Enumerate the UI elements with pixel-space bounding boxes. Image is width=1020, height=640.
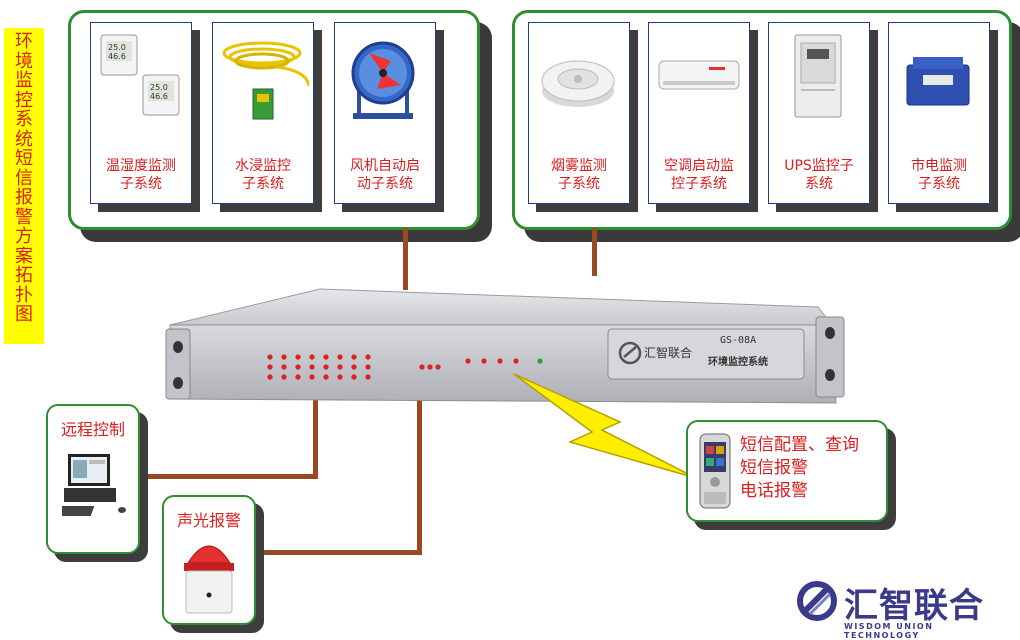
left-subsystem-card: 风机自动启动子系统: [334, 22, 436, 204]
title-char: 警: [15, 206, 33, 228]
company-logo: 汇智联合 WISDOM UNION TECHNOLOGY: [792, 578, 1012, 640]
phone-feature-line: 短信报警: [740, 458, 808, 478]
right-subsystem-card: UPS监控子系统: [768, 22, 870, 204]
wireless-signal-icon: [513, 373, 697, 479]
right-subsystem-card: 市电监测子系统: [888, 22, 990, 204]
label-line: 温湿度监测: [106, 158, 176, 174]
left-subsystem-card: 水浸监控子系统: [212, 22, 314, 204]
title-char: 信: [15, 167, 33, 189]
right-subsystem-label: 市电监测子系统: [889, 157, 989, 193]
phone-feature-line: 电话报警: [740, 481, 808, 501]
remote-control-box: 远程控制: [46, 404, 140, 554]
label-line: 子系统: [242, 176, 284, 192]
svg-text:46.6: 46.6: [150, 92, 168, 101]
title-char: 环: [15, 31, 33, 52]
title-char: 统: [15, 128, 33, 150]
title-char: 境: [15, 50, 33, 72]
computer-icon: [62, 454, 126, 516]
sound-light-alarm-box: 声光报警: [162, 495, 256, 625]
label-line: 烟雾监测: [551, 158, 607, 174]
title-char: 系: [15, 109, 33, 130]
link-alarm-v: [417, 395, 422, 555]
right-subsystem-card: 烟雾监测子系统: [528, 22, 630, 204]
smoke-detector-icon: [541, 60, 615, 107]
label-line: 子系统: [120, 176, 162, 192]
link-alarm-h: [254, 550, 422, 555]
right-subsystem-card: 空调启动监控子系统: [648, 22, 750, 204]
title-char: 控: [15, 89, 33, 111]
left-subsystem-label: 温湿度监测子系统: [91, 157, 191, 193]
label-line: 水浸监控: [235, 158, 291, 174]
mobile-phone-icon: [699, 433, 731, 509]
right-subsystem-label: UPS监控子系统: [769, 157, 869, 193]
air-conditioner-icon: [658, 60, 740, 90]
title-char: 方: [15, 226, 33, 247]
power-meter-icon: [906, 57, 970, 106]
right-subsystem-label: 空调启动监控子系统: [649, 157, 749, 193]
status-led-panel-1: [267, 354, 371, 380]
water-leak-sensor-icon: [222, 41, 309, 120]
title-char: 图: [15, 304, 33, 325]
phone-features: 短信配置、查询短信报警电话报警: [740, 434, 859, 503]
title-char: 报: [15, 187, 33, 208]
label-line: 子系统: [918, 176, 960, 192]
device-name: 环境监控系统: [708, 355, 768, 368]
ups-icon: [794, 34, 842, 118]
link-left-group: [403, 228, 408, 290]
sound-light-alarm-label: 声光报警: [176, 511, 241, 530]
remote-control-label: 远程控制: [60, 420, 125, 439]
link-remote-v: [313, 395, 318, 479]
device-brand: 汇智联合: [644, 345, 692, 360]
left-subsystem-label: 水浸监控子系统: [213, 157, 313, 193]
title-char: 拓: [15, 265, 33, 286]
left-subsystem-label: 风机自动启动子系统: [335, 157, 435, 193]
label-line: 动子系统: [357, 176, 413, 192]
label-line: 子系统: [558, 176, 600, 192]
logo-subtitle: WISDOM UNION TECHNOLOGY: [844, 622, 934, 640]
thermometer-hygrometer-icon: 25.046.625.046.6: [100, 34, 180, 116]
diagram-title: 环境监控系统短信报警方案拓扑图: [4, 28, 44, 344]
link-remote-h: [148, 474, 318, 479]
fan-icon: [351, 41, 415, 119]
right-subsystem-label: 烟雾监测子系统: [529, 157, 629, 193]
logo-mark-icon: [797, 581, 837, 621]
svg-text:25.0: 25.0: [108, 43, 126, 52]
label-line: 市电监测: [911, 158, 967, 174]
svg-text:46.6: 46.6: [108, 52, 126, 61]
monitoring-device: 汇智联合 GS-08A 环境监控系统: [165, 288, 845, 404]
title-char: 监: [15, 70, 33, 91]
label-line: 控子系统: [671, 176, 727, 192]
phone-feature-line: 短信配置、查询: [740, 435, 859, 455]
title-char: 扑: [15, 284, 33, 306]
label-line: 空调启动监: [664, 158, 734, 174]
status-led-panel-2: [419, 358, 519, 370]
label-line: UPS监控子: [784, 158, 854, 174]
label-line: 系统: [805, 176, 833, 192]
device-model: GS-08A: [720, 335, 756, 346]
svg-text:25.0: 25.0: [150, 83, 168, 92]
title-char: 案: [15, 245, 33, 267]
link-right-group: [592, 228, 597, 276]
sms-phone-box: 短信配置、查询短信报警电话报警: [686, 420, 888, 522]
alarm-siren-icon: [184, 545, 234, 614]
title-char: 短: [15, 148, 33, 169]
logo-text: 汇智联合: [844, 586, 984, 626]
label-line: 风机自动启: [350, 158, 420, 174]
